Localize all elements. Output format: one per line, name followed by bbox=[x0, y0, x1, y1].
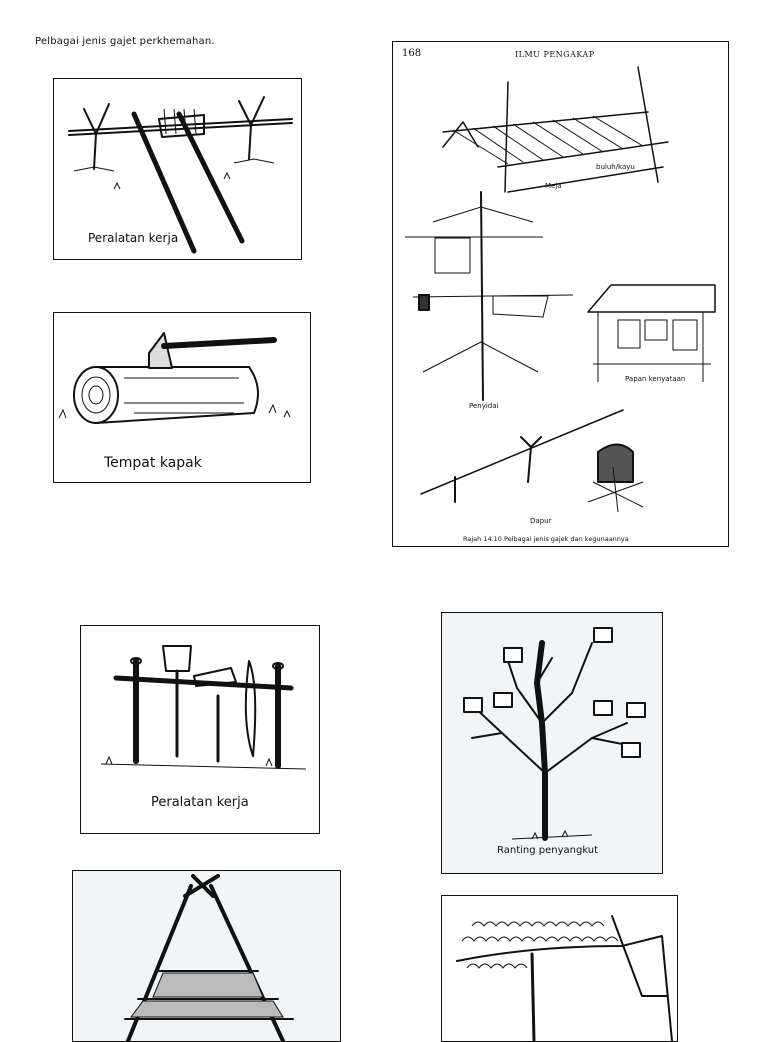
tools-rack-drawing bbox=[68, 96, 293, 254]
figure-book-page: 168 ILMU PENGAKAP buluh/kayu Meja Penyid… bbox=[392, 41, 729, 547]
tools-rack-2-caption: Peralatan kerja bbox=[151, 795, 249, 810]
label-stove: Dapur bbox=[530, 517, 552, 525]
label-material: buluh/kayu bbox=[596, 163, 635, 171]
tools-rack-2-drawing bbox=[100, 645, 307, 770]
figure-tools-rack-2: Peralatan kerja bbox=[80, 625, 320, 834]
book-figure-caption: Rajah 14.10 Pelbagai jenis gajek dan keg… bbox=[463, 535, 629, 543]
tools-rack-caption: Peralatan kerja bbox=[88, 231, 179, 245]
book-page-number: 168 bbox=[402, 48, 422, 59]
figure-axe-block: Tempat kapak bbox=[53, 312, 311, 483]
figure-tripod-shelf bbox=[72, 870, 341, 1042]
axe-block-caption: Tempat kapak bbox=[104, 455, 202, 471]
figure-tools-rack-1: Peralatan kerja bbox=[53, 78, 302, 260]
hanging-branch-drawing bbox=[463, 627, 646, 841]
tripod-shelf-drawing bbox=[124, 874, 294, 1041]
tree-hook-drawing bbox=[456, 915, 673, 1041]
figure-hanging-branch: Ranting penyangkut bbox=[441, 612, 663, 874]
page-title: Pelbagai jenis gajet perkhemahan. bbox=[35, 36, 215, 47]
book-illustrations bbox=[405, 66, 716, 513]
axe-block-drawing bbox=[58, 332, 291, 424]
hanging-branch-caption: Ranting penyangkut bbox=[497, 845, 599, 856]
label-drying-rack: Penyidai bbox=[469, 402, 499, 410]
book-page-header: ILMU PENGAKAP bbox=[515, 50, 595, 59]
figure-tree-hook bbox=[441, 895, 678, 1042]
label-notice-board: Papan kenyataan bbox=[625, 375, 686, 383]
label-table: Meja bbox=[545, 182, 562, 190]
